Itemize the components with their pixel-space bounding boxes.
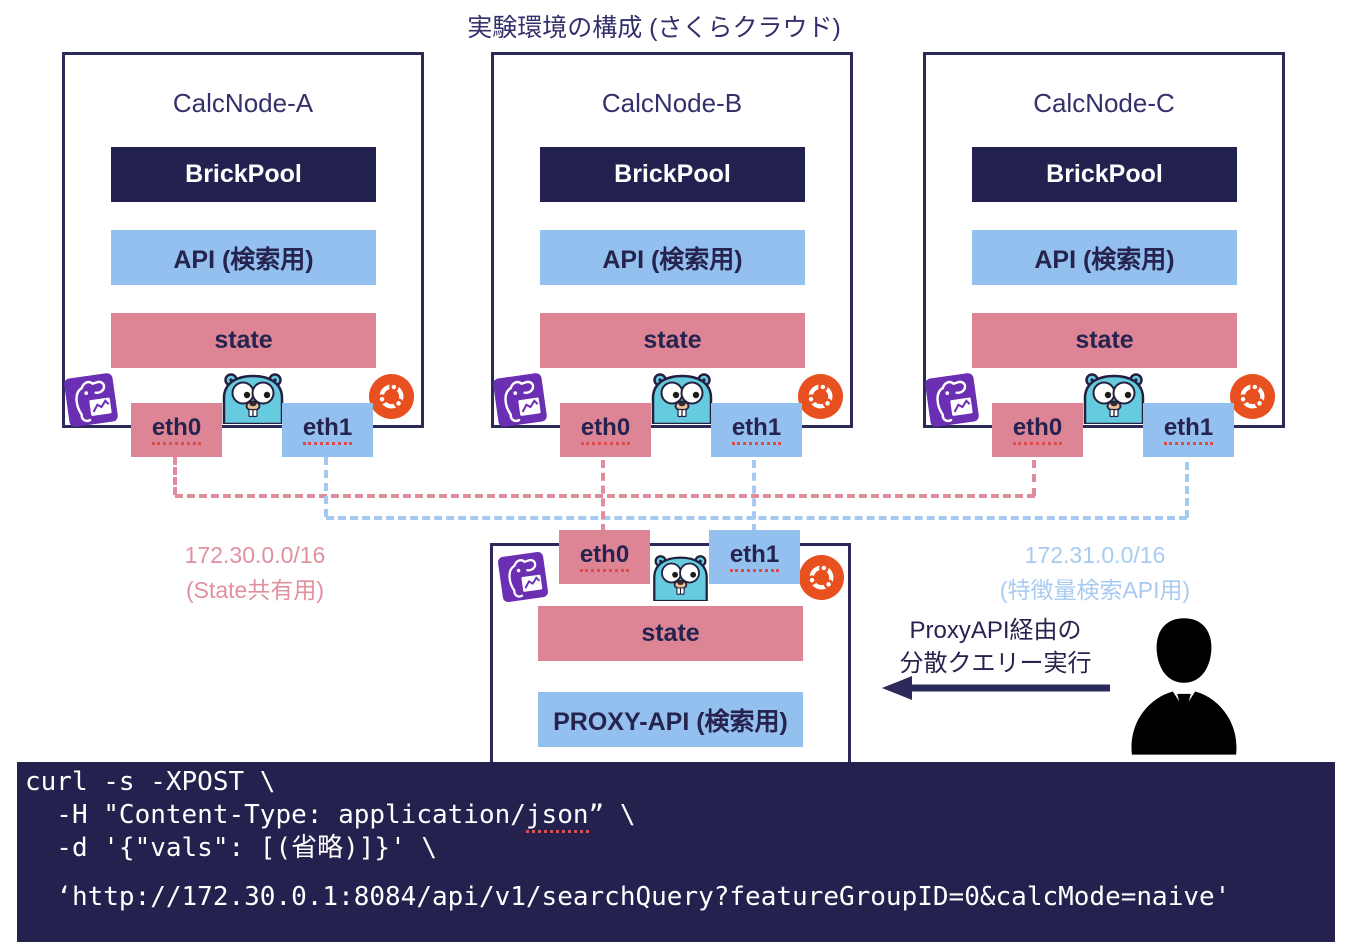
eth1-label: eth1 xyxy=(302,414,353,445)
state-network-label: 172.30.0.0/16 (State共有用) xyxy=(140,538,370,608)
proxy-api-layer: PROXY-API (検索用) xyxy=(538,692,803,747)
terminal-line-2-pre: -H "Content-Type: application/ xyxy=(25,800,526,830)
query-annotation-line2: 分散クエリー実行 xyxy=(899,650,1092,677)
state-layer: state xyxy=(972,313,1237,368)
ubuntu-icon xyxy=(798,554,845,601)
query-annotation-line1: ProxyAPI経由の xyxy=(909,617,1082,644)
proxy-eth1-tab: eth1 xyxy=(709,530,800,584)
proxy-eth0-tab: eth0 xyxy=(559,530,650,584)
brickpool-layer: BrickPool xyxy=(972,147,1237,202)
state-layer: state xyxy=(540,313,805,368)
eth0-tab: eth0 xyxy=(560,403,651,457)
eth0-tab: eth0 xyxy=(131,403,222,457)
state-network-drop-c xyxy=(1032,460,1036,496)
datadog-icon xyxy=(922,369,982,431)
go-gopher-icon xyxy=(218,372,288,424)
terminal-line-1: curl -s -XPOST \ xyxy=(25,767,276,797)
search-network-bus xyxy=(326,516,1187,520)
eth1-tab: eth1 xyxy=(1143,403,1234,457)
eth0-label: eth0 xyxy=(580,414,631,445)
search-network-cidr: 172.31.0.0/16 xyxy=(1024,542,1166,568)
search-network-drop-a xyxy=(324,457,328,517)
node-title: CalcNode-A xyxy=(172,88,314,118)
state-network-purpose: (State共有用) xyxy=(185,577,325,603)
query-annotation: ProxyAPI経由の 分散クエリー実行 xyxy=(878,614,1113,680)
calcnode-c-box: CalcNode-C BrickPool API (検索用) state eth… xyxy=(922,52,1285,457)
eth1-tab: eth1 xyxy=(711,403,802,457)
state-network-cidr: 172.30.0.0/16 xyxy=(184,542,326,568)
state-network-bus xyxy=(175,494,1035,498)
diagram-title: 実験環境の構成 (さくらクラウド) xyxy=(467,14,841,42)
terminal-line-2-json: json xyxy=(525,800,589,833)
state-network-drop-a xyxy=(173,457,177,495)
calcnode-a-box: CalcNode-A BrickPool API (検索用) state eth… xyxy=(61,52,424,457)
terminal-line-3: -d '{"vals": [(省略)]}' \ xyxy=(25,833,438,863)
node-title: CalcNode-C xyxy=(1033,88,1175,118)
terminal-line-2-post: ” \ xyxy=(588,800,636,830)
left-arrow-icon xyxy=(882,676,1110,700)
ubuntu-icon xyxy=(797,373,844,420)
proxy-state-layer: state xyxy=(538,606,803,661)
ubuntu-icon xyxy=(368,373,415,420)
search-network-purpose: (特徴量検索API用) xyxy=(999,577,1191,603)
terminal: curl -s -XPOST \ -H "Content-Type: appli… xyxy=(17,762,1335,942)
ubuntu-icon xyxy=(1229,373,1276,420)
eth1-label: eth1 xyxy=(1163,414,1214,445)
terminal-line-2: -H "Content-Type: application/json” \ xyxy=(25,799,1335,833)
datadog-icon xyxy=(490,369,550,431)
brickpool-layer: BrickPool xyxy=(540,147,805,202)
eth0-label: eth0 xyxy=(579,541,630,572)
api-layer: API (検索用) xyxy=(540,230,805,285)
search-network-drop-b xyxy=(752,460,756,532)
proxy-node-box: eth0 eth1 state PROXY-API (検索用) xyxy=(490,530,851,783)
go-gopher-icon xyxy=(647,372,717,424)
person-icon xyxy=(1122,613,1246,755)
state-layer: state xyxy=(111,313,376,368)
terminal-line-4: ‘http://172.30.0.1:8084/api/v1/searchQue… xyxy=(25,882,1231,912)
datadog-icon xyxy=(495,548,551,606)
search-network-label: 172.31.0.0/16 (特徴量検索API用) xyxy=(972,538,1218,608)
api-layer: API (検索用) xyxy=(972,230,1237,285)
eth1-label: eth1 xyxy=(731,414,782,445)
eth1-label: eth1 xyxy=(729,541,780,572)
node-title: CalcNode-B xyxy=(601,88,743,118)
api-layer: API (検索用) xyxy=(111,230,376,285)
eth0-tab: eth0 xyxy=(992,403,1083,457)
eth0-label: eth0 xyxy=(151,414,202,445)
search-network-drop-c xyxy=(1185,462,1189,518)
brickpool-layer: BrickPool xyxy=(111,147,376,202)
calcnode-b-box: CalcNode-B BrickPool API (検索用) state eth… xyxy=(490,52,853,457)
datadog-icon xyxy=(61,369,121,431)
go-gopher-icon xyxy=(648,554,713,601)
eth1-tab: eth1 xyxy=(282,403,373,457)
eth0-label: eth0 xyxy=(1012,414,1063,445)
state-network-drop-b xyxy=(601,460,605,532)
go-gopher-icon xyxy=(1079,372,1149,424)
